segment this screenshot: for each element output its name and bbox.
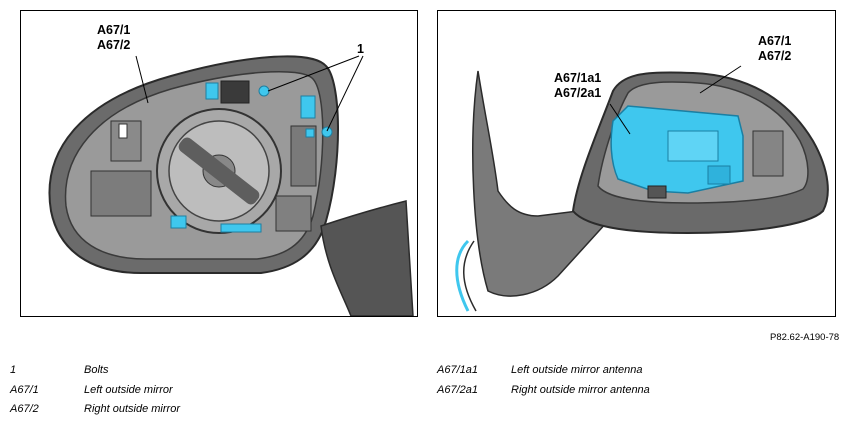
callout-a67-2: A67/2: [97, 38, 131, 52]
callout-a67-1: A67/1: [97, 23, 131, 37]
left-mirror-illustration: A67/1 A67/2 1: [20, 10, 418, 317]
legend-code: A67/2: [10, 403, 39, 415]
legend-text: Left outside mirror antenna: [511, 364, 643, 376]
callout-antenna-codes: A67/1a1 A67/2a1: [554, 71, 601, 101]
callout-a67-2a1: A67/2a1: [554, 86, 602, 100]
legend-code: A67/2a1: [437, 384, 478, 396]
legend-text: Left outside mirror: [84, 384, 173, 396]
right-mirror-drawing: [455, 65, 829, 312]
legend-text: Bolts: [84, 364, 109, 376]
legend-text: Right outside mirror antenna: [511, 384, 650, 396]
callout-a67-1-right: A67/1: [758, 34, 792, 48]
legend-text: Right outside mirror: [84, 403, 180, 415]
left-mirror-drawing: [48, 55, 414, 316]
callout-a67-1a1: A67/1a1: [554, 71, 602, 85]
callout-bolts: 1: [357, 42, 364, 56]
legend-code: A67/1: [10, 384, 39, 396]
legend-code: A67/1a1: [437, 364, 478, 376]
figure-reference: P82.62-A190-78: [770, 332, 840, 343]
callout-mirror-codes-right: A67/1 A67/2: [758, 34, 791, 64]
legend-code: 1: [10, 364, 17, 376]
right-mirror-illustration: A67/1a1 A67/2a1 A67/1 A67/2: [437, 10, 836, 317]
callout-a67-2-right: A67/2: [758, 49, 792, 63]
callout-mirror-codes-left: A67/1 A67/2: [97, 23, 130, 53]
